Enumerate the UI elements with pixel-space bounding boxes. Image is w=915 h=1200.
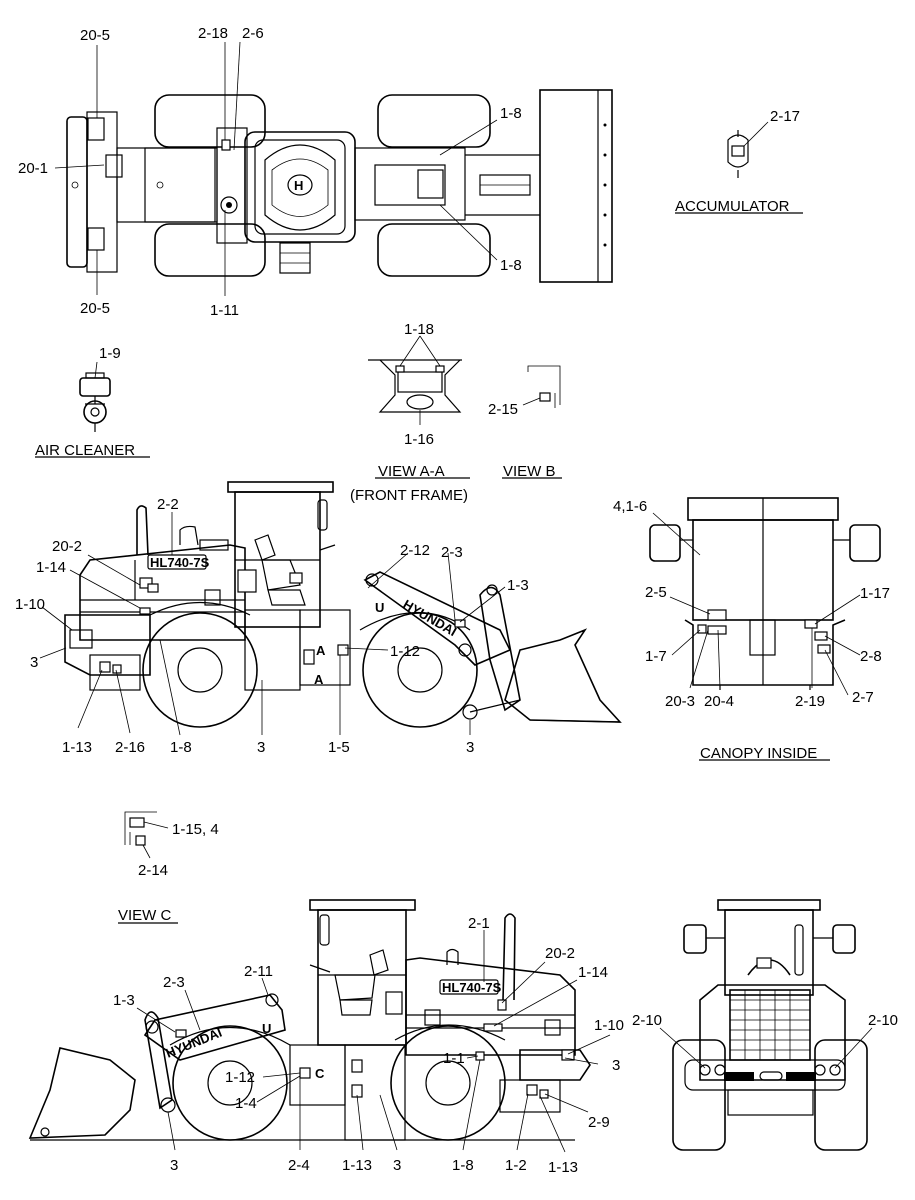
title-view-c: VIEW C xyxy=(118,907,172,924)
callout-label: 1-14 xyxy=(36,559,66,576)
callout-label: 1-12 xyxy=(225,1069,255,1086)
callout-label: 2-18 xyxy=(198,25,228,42)
boom-brand-left: HYUNDAI xyxy=(401,597,460,640)
callout-label: 1-4 xyxy=(235,1095,257,1112)
callout-label: 2-3 xyxy=(441,544,463,561)
callout-label: 1-10 xyxy=(15,596,45,613)
model-badge-left: HL740-7S xyxy=(150,555,210,570)
callout-label: 1-16 xyxy=(404,431,434,448)
view-c xyxy=(118,811,178,924)
callout-label: 1-13 xyxy=(342,1157,372,1174)
callout-label: 2-9 xyxy=(588,1114,610,1131)
marker-a: A xyxy=(316,643,326,658)
callout-label: 1-12 xyxy=(390,643,420,660)
callout-label: 2-19 xyxy=(795,693,825,710)
callout-label: 1-3 xyxy=(113,992,135,1009)
callout-label: 3 xyxy=(466,739,474,756)
callout-label: 2-14 xyxy=(138,862,168,879)
callout-label: 1-8 xyxy=(500,257,522,274)
callout-label: 1-9 xyxy=(99,345,121,362)
right-side-view: HL740-7S C U HYUNDAI xyxy=(28,899,591,1141)
marker-u-right: U xyxy=(262,1021,271,1036)
top-plan-view: H xyxy=(66,89,613,283)
callout-label: 2-1 xyxy=(468,915,490,932)
callout-label: 3 xyxy=(393,1157,401,1174)
callout-label: 3 xyxy=(30,654,38,671)
callout-label: 1-10 xyxy=(594,1017,624,1034)
callout-label: 2-2 xyxy=(157,496,179,513)
view-b xyxy=(502,365,562,479)
callouts-view-b: 2-15 xyxy=(488,401,518,418)
callout-label: 2-10 xyxy=(632,1012,662,1029)
callout-label: 20-3 xyxy=(665,693,695,710)
callout-label: 20-4 xyxy=(704,693,734,710)
callout-label: 3 xyxy=(257,739,265,756)
callout-label: 20-2 xyxy=(545,945,575,962)
model-badge-right: HL740-7S xyxy=(442,980,502,995)
callout-label: 20-5 xyxy=(80,27,110,44)
callouts-canopy: 4,1-6 2-5 1-17 1-7 2-8 2-7 20-3 20-4 2-1… xyxy=(613,498,890,710)
callout-label: 1-13 xyxy=(548,1159,578,1176)
callout-label: 20-2 xyxy=(52,538,82,555)
callouts-left-side: 2-2 20-2 1-14 1-10 3 1-13 2-16 1-8 3 2-1… xyxy=(15,496,529,756)
callout-label: 1-1 xyxy=(443,1050,465,1067)
canopy-inside-view xyxy=(649,497,881,761)
callout-label: 1-3 xyxy=(507,577,529,594)
callout-label: 2-8 xyxy=(860,648,882,665)
callouts-view-aa: 1-18 1-16 xyxy=(404,321,434,448)
callout-label: 3 xyxy=(612,1057,620,1074)
callout-label: 1-14 xyxy=(578,964,608,981)
callout-label: 1-5 xyxy=(328,739,350,756)
callout-label: 1-11 xyxy=(210,302,239,319)
callout-label: 1-15, 4 xyxy=(172,821,219,838)
callouts-view-c: 1-15, 4 2-14 xyxy=(138,821,219,879)
title-view-aa: VIEW A-A xyxy=(378,463,445,480)
callout-label: 2-5 xyxy=(645,584,667,601)
callout-label: 1-13 xyxy=(62,739,92,756)
callout-label: 1-17 xyxy=(860,585,890,602)
callout-label: 1-18 xyxy=(404,321,434,338)
callout-label: 1-8 xyxy=(170,739,192,756)
callouts-right-side: 2-1 20-2 1-14 2-11 2-3 1-3 1-10 1-12 1-4… xyxy=(113,915,624,1176)
title-view-b: VIEW B xyxy=(503,463,556,480)
view-titles: ACCUMULATOR AIR CLEANER VIEW A-A (FRONT … xyxy=(35,198,817,924)
marker-a-lower: A xyxy=(314,672,324,687)
callout-label: 2-15 xyxy=(488,401,518,418)
callouts-rear: 2-10 2-10 xyxy=(632,1012,898,1029)
svg-text:H: H xyxy=(294,178,303,193)
callout-label: 2-6 xyxy=(242,25,264,42)
callouts-air-cleaner: 1-9 xyxy=(99,345,121,362)
callout-label: 4,1-6 xyxy=(613,498,647,515)
callout-label: 1-8 xyxy=(500,105,522,122)
callout-label: 2-11 xyxy=(244,963,273,980)
title-accumulator: ACCUMULATOR xyxy=(675,198,790,215)
title-air-cleaner: AIR CLEANER xyxy=(35,442,135,459)
callout-label: 2-3 xyxy=(163,974,185,991)
callout-label: 20-1 xyxy=(18,160,48,177)
callout-label: 1-8 xyxy=(452,1157,474,1174)
callout-label: 2-17 xyxy=(770,108,800,125)
title-canopy-inside: CANOPY INSIDE xyxy=(700,745,817,762)
leader-lines xyxy=(39,41,873,1153)
marker-u-left: U xyxy=(375,600,384,615)
callout-label: 2-16 xyxy=(115,739,145,756)
marker-c: C xyxy=(315,1066,325,1081)
callout-label: 2-7 xyxy=(852,689,874,706)
callout-label: 20-5 xyxy=(80,300,110,317)
callout-label: 1-2 xyxy=(505,1157,527,1174)
left-side-view: A A HYUNDAI HL740-7S U xyxy=(64,481,622,728)
rear-view xyxy=(672,899,868,1151)
callout-label: 2-4 xyxy=(288,1157,310,1174)
callout-label: 3 xyxy=(170,1157,178,1174)
callout-label: 1-7 xyxy=(645,648,667,665)
callout-label: 2-12 xyxy=(400,542,430,559)
callout-label: 2-10 xyxy=(868,1012,898,1029)
title-front-frame: (FRONT FRAME) xyxy=(350,487,468,504)
radiator-grille xyxy=(730,990,810,1060)
callouts-top: 20-5 2-18 2-6 1-8 2-17 20-1 1-8 20-5 1-1… xyxy=(18,25,800,319)
accumulator-view xyxy=(675,130,803,214)
view-aa xyxy=(368,359,470,479)
